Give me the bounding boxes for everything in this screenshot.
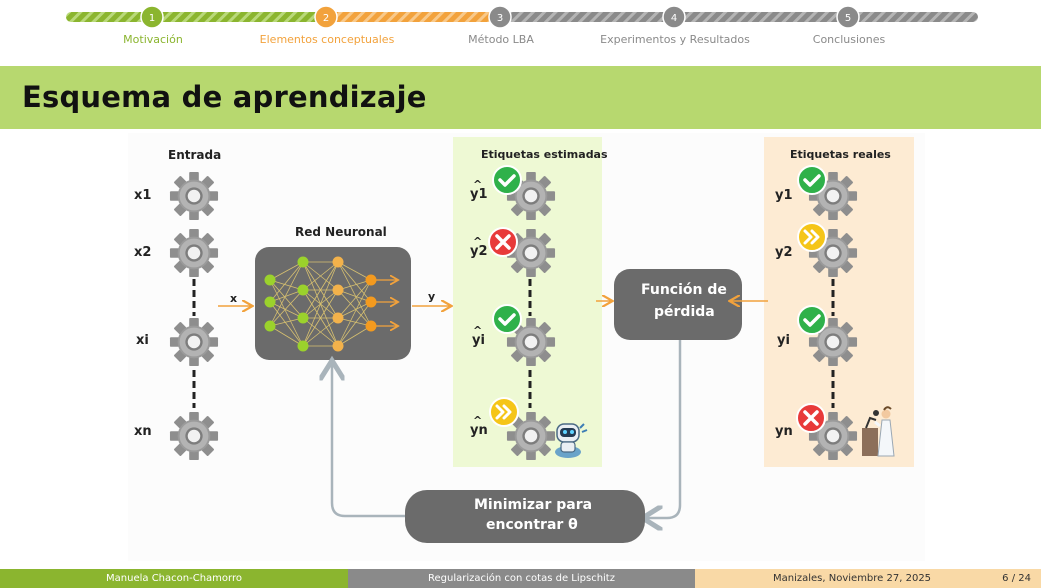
step-label-experimentos[interactable]: Experimentos y Resultados	[600, 33, 750, 46]
input-label-xn: xn	[134, 424, 152, 439]
footer-author: Manuela Chacon-Chamorro	[0, 569, 348, 588]
real-header: Etiquetas reales	[790, 148, 891, 161]
arrow-y-label: y	[428, 290, 436, 303]
loss-function-box	[614, 269, 742, 340]
input-label-xi: xi	[136, 333, 149, 348]
progress-track: 1 2 3 4 5	[66, 5, 978, 29]
step-label-elementos[interactable]: Elementos conceptuales	[259, 33, 395, 46]
input-label-x1: x1	[134, 188, 152, 203]
loss-to-minimize-arrow	[645, 340, 682, 518]
step-label-conclusiones[interactable]: Conclusiones	[812, 33, 886, 46]
network-label: Red Neuronal	[295, 225, 387, 239]
svg-text:2: 2	[323, 13, 329, 24]
robot-icon	[555, 423, 588, 458]
step-label-metodo[interactable]: Método LBA	[468, 33, 534, 46]
scientist-icon	[862, 406, 895, 457]
input-gear-1	[169, 171, 219, 221]
arrow-x-label: x	[230, 292, 238, 305]
svg-text:3: 3	[497, 13, 503, 24]
input-label-x2: x2	[134, 245, 152, 260]
estimated-label-1: ^y1	[470, 178, 488, 202]
progress-navigation: 1 2 3 4 5 Motivación Elementos conceptua…	[0, 0, 1041, 60]
real-label-n: yn	[775, 424, 793, 439]
svg-text:1: 1	[149, 13, 155, 24]
footer-date: Manizales, Noviembre 27, 2025	[773, 573, 932, 584]
loss-label-line2: pérdida	[654, 304, 715, 320]
step-label-motivacion[interactable]: Motivación	[123, 33, 183, 46]
minimize-to-network-arrow	[332, 363, 405, 518]
step-circle-5[interactable]: 5	[836, 5, 860, 29]
estimated-label-n: ^yn	[470, 414, 488, 438]
real-label-2: y2	[775, 245, 793, 260]
forward-icon	[797, 222, 827, 252]
step-circle-3[interactable]: 3	[488, 5, 512, 29]
step-circle-2[interactable]: 2	[314, 5, 338, 29]
forward-icon	[489, 397, 519, 427]
step-circle-1[interactable]: 1	[140, 5, 164, 29]
slide-title: Esquema de aprendizaje	[22, 80, 427, 114]
check-icon	[492, 165, 522, 195]
real-label-i: yi	[777, 333, 790, 348]
estimated-label-2: ^y2	[470, 235, 488, 259]
estimated-header: Etiquetas estimadas	[481, 148, 608, 161]
check-icon	[492, 304, 522, 334]
footer-bar: Manuela Chacon-Chamorro Regularización c…	[0, 569, 1041, 588]
step-circle-4[interactable]: 4	[662, 5, 686, 29]
estimated-label-i: ^yi	[472, 324, 485, 348]
minimize-label-line2: encontrar θ	[486, 517, 578, 533]
input-gear-2	[169, 228, 219, 278]
minimize-box	[405, 490, 645, 543]
check-icon	[797, 165, 827, 195]
input-gear-n	[169, 411, 219, 461]
footer-talk-title: Regularización con cotas de Lipschitz	[348, 569, 695, 588]
svg-text:5: 5	[845, 13, 851, 24]
loss-label-line1: Función de	[641, 282, 727, 298]
svg-text:4: 4	[671, 13, 677, 24]
check-icon	[797, 305, 827, 335]
neural-connections	[269, 261, 372, 347]
footer-page-number: 6 / 24	[1002, 573, 1031, 584]
input-header: Entrada	[168, 148, 222, 162]
minimize-label-line1: Minimizar para	[474, 497, 593, 513]
cross-icon	[488, 227, 518, 257]
neural-nodes	[264, 256, 377, 352]
slide-title-band: Esquema de aprendizaje	[0, 66, 1041, 129]
footer-right: Manizales, Noviembre 27, 2025 6 / 24	[695, 569, 1041, 588]
cross-icon	[796, 403, 826, 433]
real-label-1: y1	[775, 188, 793, 203]
input-gear-i	[169, 317, 219, 367]
